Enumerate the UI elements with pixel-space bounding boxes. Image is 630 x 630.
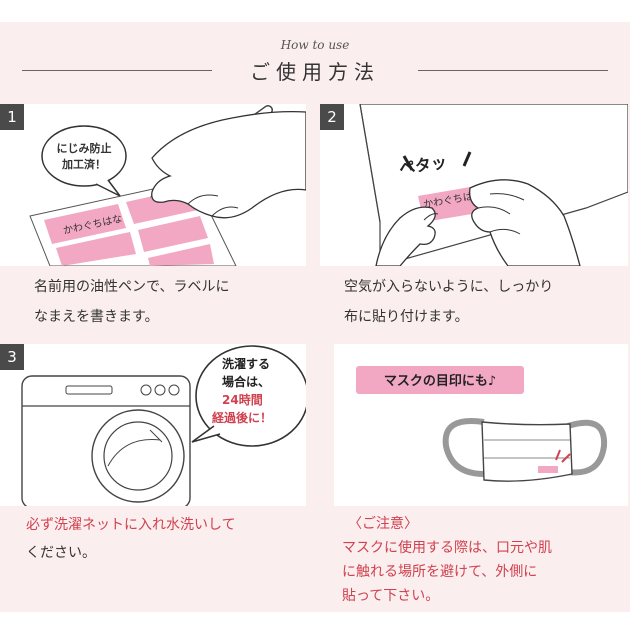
step-3-speech-bubble <box>195 345 306 447</box>
header-divider-left <box>22 70 212 71</box>
mask-right-loop <box>567 419 608 476</box>
step-1-drawing: かわぐちはな にじみ防止 加工済！ <box>29 105 306 266</box>
step-2-caption-line-2: 布に貼り付けます。 <box>344 309 469 325</box>
hand-icon <box>151 110 306 219</box>
mask-illustration: マスクの目印にも♪ <box>334 344 628 506</box>
mask-drawing: マスクの目印にも♪ <box>356 366 608 482</box>
step-1-illustration: かわぐちはな にじみ防止 加工済！ 1 <box>0 104 306 266</box>
mask-left-loop <box>442 418 485 477</box>
step-2-illustration: ペタッ かわぐちはな 2 <box>320 104 628 266</box>
step-1-caption-line-2: なまえを書きます。 <box>34 309 159 325</box>
step-3-bubble-line-1: 洗濯する <box>222 356 270 371</box>
step-1-speech-bubble <box>41 125 127 187</box>
step-3-caption-line-2: ください。 <box>26 545 96 561</box>
mask-notice-line-2: に触れる場所を避けて、外側に <box>342 564 538 580</box>
right-hand-icon <box>469 179 581 266</box>
step-2-drawing: ペタッ かわぐちはな <box>359 104 628 266</box>
step-3-bubble-line-2: 場合は、 <box>222 374 270 389</box>
step-1-bubble-line-1: にじみ防止 <box>57 141 112 155</box>
step-3-caption-line-1: 必ず洗濯ネットに入れ水洗いして <box>26 517 236 533</box>
left-hand-icon <box>375 206 436 266</box>
mask-label <box>538 466 558 473</box>
mask-notice-title: 〈ご注意〉 <box>348 516 418 532</box>
page-title: ご使用方法 <box>250 60 380 84</box>
step-3-illustration: 洗濯する 場合は、 24時間 経過後に！ 3 <box>0 344 306 506</box>
mask-banner-text: マスクの目印にも♪ <box>384 374 496 389</box>
mask-banner <box>356 366 524 394</box>
step-1-caption-line-1: 名前用の油性ペンで、ラベルに <box>34 279 230 295</box>
header-divider-right <box>418 70 608 71</box>
step-1-bubble-line-2: 加工済！ <box>61 157 106 171</box>
header-subtitle: How to use <box>280 38 350 52</box>
step-2-caption-line-1: 空気が入らないように、しっかり <box>344 279 554 295</box>
step-3-drawing: 洗濯する 場合は、 24時間 経過後に！ <box>21 345 306 506</box>
step-3-number: 3 <box>0 344 24 370</box>
mask-notice-line-1: マスクに使用する際は、口元や肌 <box>342 540 552 556</box>
mask-notice-line-3: 貼って下さい。 <box>342 588 440 604</box>
step-1-number: 1 <box>0 104 24 130</box>
step-3-bubble-line-4: 経過後に！ <box>212 410 272 425</box>
step-2-number: 2 <box>320 104 344 130</box>
washer-door-inner <box>103 421 173 491</box>
step-3-bubble-line-3: 24時間 <box>222 392 263 407</box>
